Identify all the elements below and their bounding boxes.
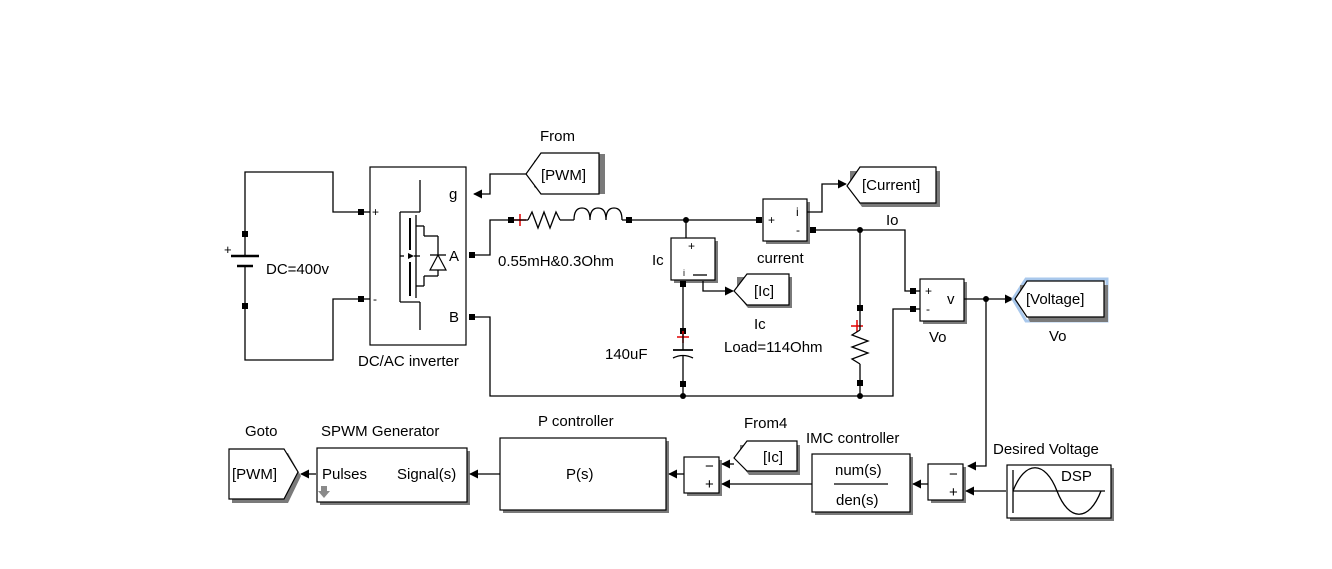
- svg-text:i: i: [683, 268, 685, 278]
- goto-pwm-tag: [PWM]: [232, 466, 277, 483]
- sum2-plus: +: [949, 484, 958, 501]
- imc-controller-block[interactable]: num(s) den(s): [811, 453, 913, 515]
- current-meas-minus: -: [796, 223, 800, 237]
- svg-text:+: +: [224, 242, 232, 257]
- spwm-pulses-port: Pulses: [322, 466, 367, 483]
- voltage-measurement-block[interactable]: + - v: [910, 278, 967, 324]
- p-title: P controller: [538, 413, 614, 430]
- inverter-plus-port-label: +: [372, 205, 379, 219]
- dc-source-label: DC=400v: [266, 261, 329, 278]
- goto-current-tag: [Current]: [862, 177, 920, 194]
- imc-title: IMC controller: [806, 430, 899, 447]
- inverter-b-port-label: B: [449, 309, 459, 326]
- goto-voltage-tag: [Voltage]: [1026, 291, 1084, 308]
- current-meas-plus: +: [768, 213, 775, 227]
- from-top-title: From: [540, 128, 575, 145]
- sum1-minus: −: [705, 458, 714, 475]
- inverter-a-port-label: A: [449, 248, 459, 265]
- ic-meas-plus: +: [688, 239, 695, 253]
- from4-title: From4: [744, 415, 787, 432]
- load-resistor[interactable]: [850, 230, 870, 396]
- from-pwm-tag: [PWM]: [541, 167, 586, 184]
- igbt-icon: [399, 180, 447, 330]
- inverter-label: DC/AC inverter: [358, 353, 459, 370]
- current-meas-title: current: [757, 250, 805, 267]
- desired-title: Desired Voltage: [993, 441, 1099, 458]
- current-meas-i: i: [796, 205, 799, 219]
- inverter-g-port-label: g: [449, 186, 457, 203]
- current-measurement-block[interactable]: + i -: [756, 198, 816, 244]
- goto-voltage-block[interactable]: [Voltage]: [1011, 277, 1109, 323]
- sine-wave-icon: [1012, 467, 1102, 515]
- ic-meas-side-label: Ic: [652, 252, 664, 269]
- from4-tag: [Ic]: [763, 449, 783, 466]
- dsp-label: DSP: [1061, 468, 1092, 485]
- series-rl-branch[interactable]: [475, 207, 759, 256]
- imc-denominator: den(s): [836, 492, 879, 509]
- imc-numerator: num(s): [835, 462, 882, 479]
- goto-ic-title: Ic: [754, 316, 766, 333]
- sum-block-2[interactable]: − +: [927, 463, 966, 503]
- dc-voltage-source[interactable]: +: [224, 171, 360, 361]
- spwm-signal-port: Signal(s): [397, 466, 456, 483]
- goto-pwm-block[interactable]: [PWM]: [228, 448, 301, 503]
- p-body: P(s): [566, 466, 594, 483]
- goto-current-block[interactable]: [Current]: [846, 166, 940, 207]
- vmeas-title: Vo: [929, 329, 947, 346]
- sum1-plus: +: [705, 476, 714, 493]
- spwm-generator-block[interactable]: Pulses Signal(s): [316, 447, 470, 505]
- dsp-sine-source-block[interactable]: DSP: [1006, 464, 1114, 521]
- io-label: Io: [886, 212, 899, 229]
- goto-ic-block[interactable]: [Ic]: [733, 273, 792, 308]
- goto-pwm-title: Goto: [245, 423, 278, 440]
- spwm-title: SPWM Generator: [321, 423, 439, 440]
- vmeas-minus: -: [926, 302, 930, 316]
- down-arrow-icon: [318, 486, 330, 498]
- capacitor-label: 140uF: [605, 346, 648, 363]
- goto-ic-tag: [Ic]: [754, 283, 774, 300]
- vmeas-plus: +: [925, 284, 932, 298]
- load-label: Load=114Ohm: [724, 339, 823, 356]
- inverter-minus-port-label: -: [373, 292, 377, 306]
- inverter-block[interactable]: + - g A B: [358, 166, 475, 346]
- sum-block-1[interactable]: − +: [683, 456, 722, 496]
- capacitor[interactable]: [672, 287, 694, 396]
- from4-ic-block[interactable]: [Ic]: [733, 440, 800, 475]
- from-pwm-block[interactable]: [PWM]: [525, 152, 605, 195]
- p-controller-block[interactable]: P(s): [499, 437, 669, 513]
- goto-voltage-title: Vo: [1049, 328, 1067, 345]
- rl-label: 0.55mH&0.3Ohm: [498, 253, 614, 270]
- sum2-minus: −: [949, 466, 958, 483]
- vmeas-v: v: [947, 291, 955, 308]
- ic-measurement-block[interactable]: + i: [670, 237, 718, 287]
